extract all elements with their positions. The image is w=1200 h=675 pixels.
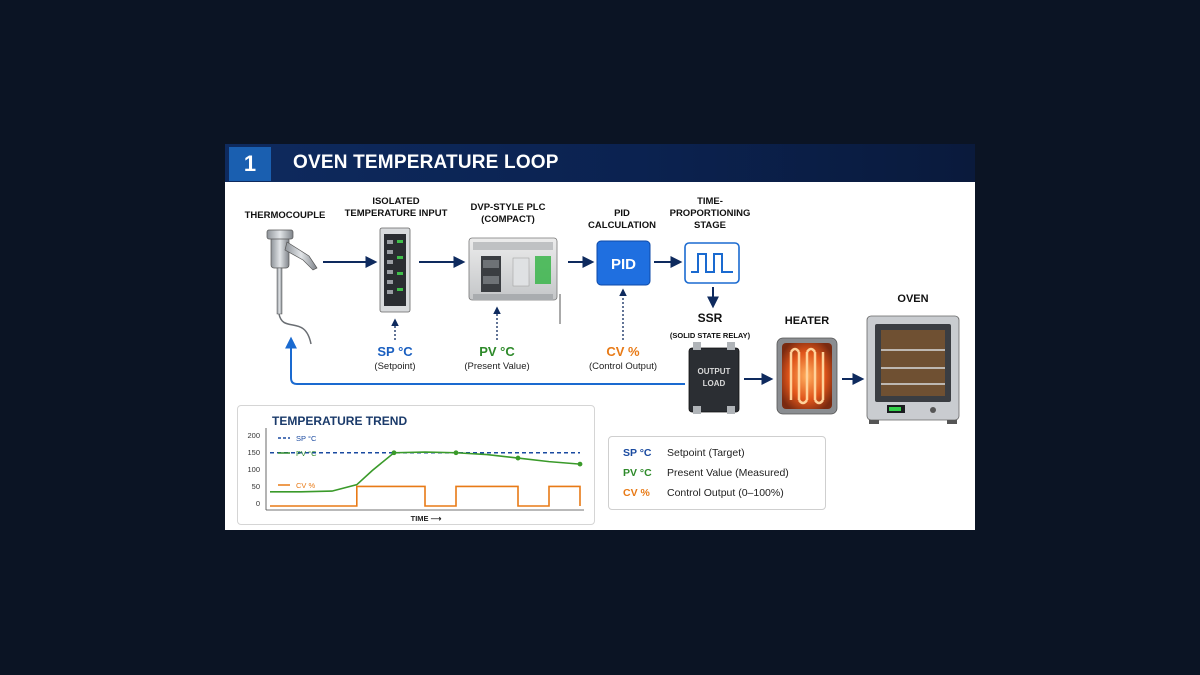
signal-sp-label: SP °C	[377, 344, 413, 359]
legend-row-cv: CV % Control Output (0–100%)	[623, 487, 784, 499]
ssr-icon: OUTPUT LOAD	[688, 342, 740, 414]
diagram-card: 1 OVEN TEMPERATURE LOOP THERMOCOUPLE ISO…	[225, 144, 975, 530]
series-label-cv: CV %	[296, 481, 316, 490]
trend-x-label: TIME ⟶	[411, 514, 443, 523]
legend-key-sp: SP °C	[623, 447, 652, 459]
signal-sp: SP °C (Setpoint)	[355, 344, 435, 372]
heater-icon	[776, 337, 838, 415]
temperature-trend-panel: TEMPERATURE TREND 200 150 100 50 0 SP °C…	[237, 405, 595, 525]
thermocouple-icon	[266, 229, 318, 345]
y-tick-150: 150	[247, 448, 260, 457]
signal-pv-label: PV °C	[479, 344, 515, 359]
legend-key-pv: PV °C	[623, 467, 652, 479]
trend-title: TEMPERATURE TREND	[272, 414, 408, 428]
svg-text:OUTPUT: OUTPUT	[698, 367, 731, 376]
series-label-sp: SP °C	[296, 434, 317, 443]
legend-row-pv: PV °C Present Value (Measured)	[623, 467, 789, 479]
label-ssr: SSR	[697, 311, 723, 325]
oven-icon	[866, 315, 960, 424]
legend-desc-pv: Present Value (Measured)	[667, 467, 789, 479]
label-oven: OVEN	[897, 293, 929, 305]
signal-pv-desc: (Present Value)	[464, 361, 530, 372]
legend-desc-sp: Setpoint (Target)	[667, 447, 745, 459]
pv-point	[453, 450, 459, 456]
label-isolated-input: ISOLATED TEMPERATURE INPUT	[344, 196, 448, 219]
series-cv-line	[270, 485, 581, 507]
label-time-proportioning: TIME- PROPORTIONING STAGE	[669, 196, 751, 231]
y-tick-200: 200	[247, 431, 260, 440]
signal-cv-desc: (Control Output)	[588, 361, 658, 372]
label-thermocouple: THERMOCOUPLE	[244, 210, 326, 221]
y-tick-50: 50	[252, 482, 260, 491]
svg-text:LOAD: LOAD	[703, 379, 726, 388]
diagram-title: OVEN TEMPERATURE LOOP	[293, 152, 559, 173]
diagram-drawing: PID OUTPUT LOAD	[266, 227, 960, 424]
feedback-loop-arrow	[285, 336, 685, 385]
header-bar: 1 OVEN TEMPERATURE LOOP	[225, 144, 975, 182]
pv-point	[515, 455, 521, 461]
series-pv-line	[270, 451, 581, 493]
section-number: 1	[229, 147, 271, 181]
series-label-pv: PV °C	[296, 449, 317, 458]
label-pid: PID CALCULATION	[588, 208, 656, 231]
label-ssr-sub: (SOLID STATE RELAY)	[669, 331, 751, 340]
pv-point	[391, 450, 397, 456]
signal-legend: SP °C Setpoint (Target) PV °C Present Va…	[608, 436, 826, 510]
label-heater: HEATER	[784, 315, 830, 327]
trend-chart: 200 150 100 50 0 SP °C PV °C CV % TIME ⟶	[247, 428, 584, 523]
plc-icon	[468, 237, 561, 324]
legend-row-sp: SP °C Setpoint (Target)	[623, 447, 745, 459]
signal-cv: CV % (Control Output)	[575, 344, 671, 372]
pv-point	[577, 461, 583, 467]
signal-sp-desc: (Setpoint)	[374, 361, 416, 372]
y-tick-0: 0	[256, 499, 260, 508]
time-proportioning-block	[684, 242, 740, 284]
y-tick-100: 100	[247, 465, 260, 474]
signal-pv: PV °C (Present Value)	[447, 344, 547, 372]
label-plc: DVP-STYLE PLC (COMPACT)	[470, 202, 546, 225]
pid-block: PID	[596, 240, 651, 286]
signal-cv-label: CV %	[606, 344, 640, 359]
legend-desc-cv: Control Output (0–100%)	[667, 487, 784, 499]
isolated-input-module-icon	[379, 227, 411, 313]
legend-key-cv: CV %	[623, 487, 650, 499]
pid-box-label: PID	[611, 256, 636, 273]
